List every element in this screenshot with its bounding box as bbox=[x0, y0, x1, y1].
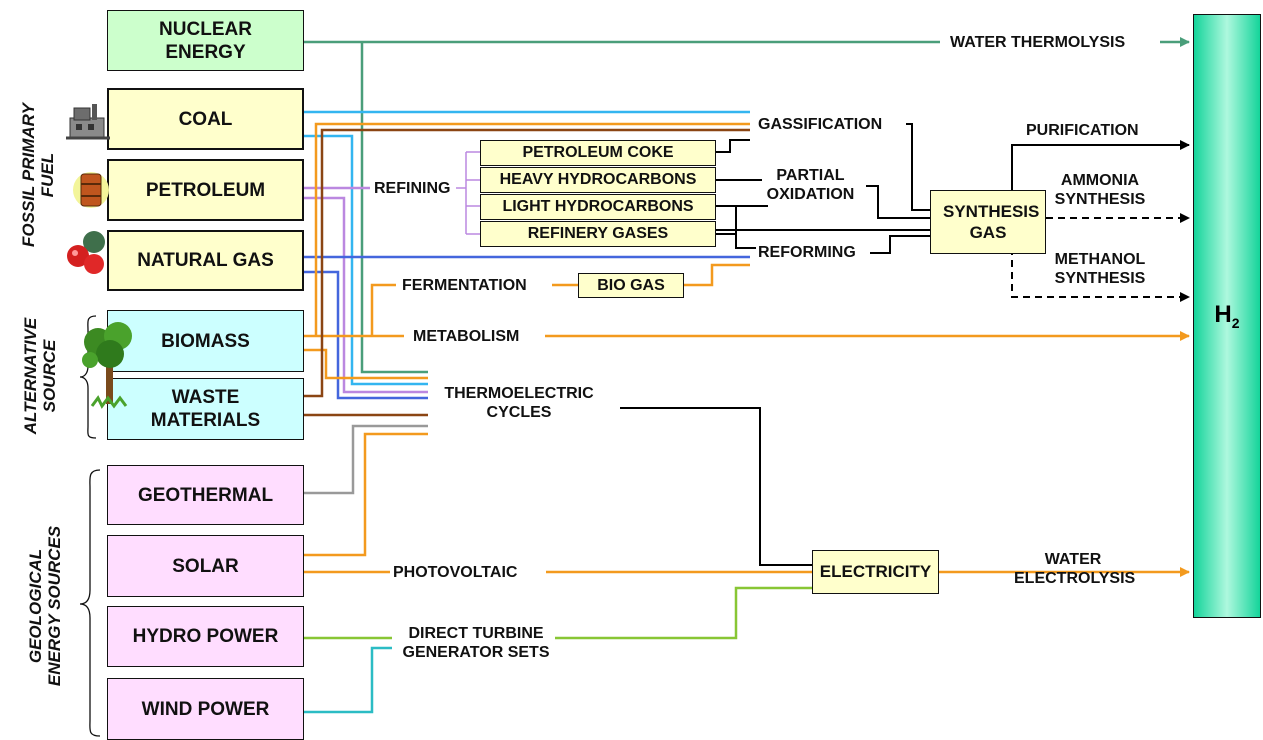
fossil-fuel-group-label: FOSSIL PRIMARY FUEL bbox=[19, 90, 57, 260]
light-hydrocarbons-box: LIGHT HYDROCARBONS bbox=[480, 194, 716, 220]
coal-label: COAL bbox=[179, 108, 233, 131]
coal-mine-icon bbox=[64, 98, 112, 146]
ammonia-synthesis-label: AMMONIA SYNTHESIS bbox=[1048, 171, 1152, 209]
gassification-label: GASSIFICATION bbox=[758, 115, 882, 134]
refining-bracket bbox=[456, 152, 480, 234]
geothermal-box: GEOTHERMAL bbox=[107, 465, 304, 525]
alternative-source-group-label: ALTERNATIVE SOURCE bbox=[21, 306, 59, 446]
synthesis-gas-box: SYNTHESIS GAS bbox=[930, 190, 1046, 254]
biomass-label: BIOMASS bbox=[161, 330, 250, 353]
refinery-gases-box: REFINERY GASES bbox=[480, 221, 716, 247]
hydro-power-box: HYDRO POWER bbox=[107, 606, 304, 667]
refinery-gases-label: REFINERY GASES bbox=[528, 225, 668, 243]
wind-power-label: WIND POWER bbox=[142, 698, 270, 721]
petroleum-box: PETROLEUM bbox=[107, 159, 304, 221]
wind-power-box: WIND POWER bbox=[107, 678, 304, 740]
electricity-label: ELECTRICITY bbox=[820, 563, 931, 581]
petroleum-coke-box: PETROLEUM COKE bbox=[480, 140, 716, 166]
geological-group-label: GEOLOGICAL ENERGY SOURCES bbox=[26, 511, 64, 701]
molecule-icon bbox=[64, 228, 110, 276]
hydro-power-label: HYDRO POWER bbox=[133, 625, 279, 648]
tree-icon bbox=[78, 316, 142, 412]
nuclear-energy-label: NUCLEAR ENERGY bbox=[151, 18, 261, 64]
oil-drum-icon bbox=[72, 166, 110, 214]
reforming-label: REFORMING bbox=[758, 243, 856, 262]
purification-label: PURIFICATION bbox=[1026, 121, 1139, 140]
thermoelectric-cycles-label: THERMOELECTRIC CYCLES bbox=[434, 384, 604, 422]
hydrogen-product-box: H2 bbox=[1193, 14, 1261, 618]
solar-label: SOLAR bbox=[172, 555, 239, 578]
hydrogen-label: H2 bbox=[1214, 301, 1239, 331]
geothermal-label: GEOTHERMAL bbox=[138, 484, 273, 507]
wind-line bbox=[303, 648, 392, 712]
solar-box: SOLAR bbox=[107, 535, 304, 597]
water-thermolysis-label: WATER THERMOLYSIS bbox=[950, 33, 1125, 52]
electricity-box: ELECTRICITY bbox=[812, 550, 939, 594]
metabolism-label: METABOLISM bbox=[413, 327, 519, 346]
water-electrolysis-label: WATER ELECTROLYSIS bbox=[1014, 550, 1132, 588]
nuclear-energy-box: NUCLEAR ENERGY bbox=[107, 10, 304, 71]
light-hydrocarbons-label: LIGHT HYDROCARBONS bbox=[502, 198, 693, 216]
direct-turbine-label: DIRECT TURBINE GENERATOR SETS bbox=[396, 624, 556, 662]
natural-gas-label: NATURAL GAS bbox=[137, 249, 274, 272]
petroleum-label: PETROLEUM bbox=[146, 179, 265, 202]
synthesis-gas-label: SYNTHESIS GAS bbox=[943, 201, 1033, 243]
petroleum-coke-label: PETROLEUM COKE bbox=[522, 144, 673, 162]
photovoltaic-label: PHOTOVOLTAIC bbox=[393, 563, 517, 582]
bio-gas-box: BIO GAS bbox=[578, 273, 684, 298]
refining-label: REFINING bbox=[374, 179, 450, 198]
partial-oxidation-label: PARTIAL OXIDATION bbox=[758, 166, 863, 204]
natural-gas-box: NATURAL GAS bbox=[107, 230, 304, 291]
methanol-synthesis-label: METHANOL SYNTHESIS bbox=[1048, 250, 1152, 288]
heavy-hydrocarbons-label: HEAVY HYDROCARBONS bbox=[500, 171, 697, 189]
heavy-hydrocarbons-box: HEAVY HYDROCARBONS bbox=[480, 167, 716, 193]
waste-materials-label: WASTE MATERIALS bbox=[146, 386, 266, 432]
coal-box: COAL bbox=[107, 88, 304, 150]
turbine-lines bbox=[303, 588, 812, 638]
bio-gas-label: BIO GAS bbox=[597, 277, 665, 295]
fermentation-label: FERMENTATION bbox=[402, 276, 527, 295]
